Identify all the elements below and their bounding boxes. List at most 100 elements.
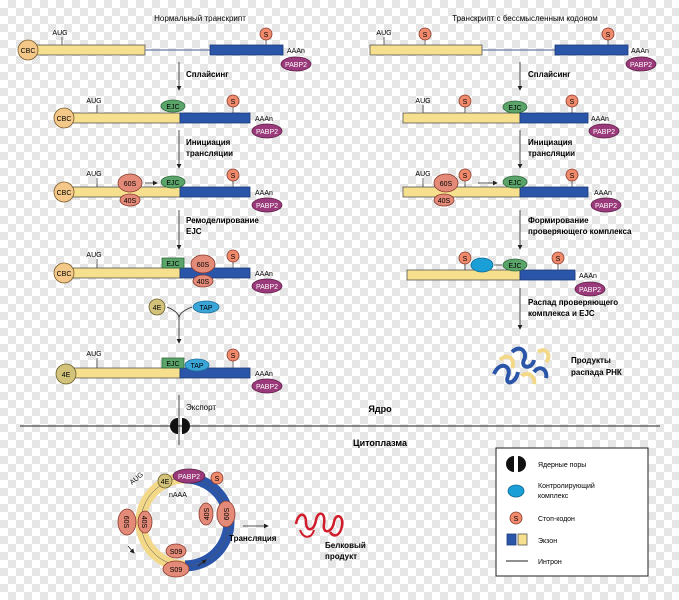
step-form-right-2: проверяющего комплекса bbox=[528, 227, 632, 236]
legend-pores: Ядерные поры bbox=[538, 462, 586, 469]
step-init-left-2: трансляции bbox=[186, 149, 233, 158]
svg-text:PABP2: PABP2 bbox=[256, 129, 278, 136]
svg-text:S: S bbox=[463, 99, 468, 106]
rna-decay-products-icon bbox=[492, 346, 551, 385]
svg-text:AUG: AUG bbox=[86, 351, 101, 358]
svg-text:S: S bbox=[231, 99, 236, 106]
legend-intron: Интрон bbox=[538, 559, 562, 566]
step-init-left-1: Инициация bbox=[186, 138, 231, 147]
svg-text:PABP2: PABP2 bbox=[595, 203, 617, 210]
step-decay-right-2: комплекса и EJC bbox=[528, 309, 595, 318]
svg-text:40S: 40S bbox=[204, 507, 211, 520]
svg-text:60S: 60S bbox=[122, 516, 129, 529]
svg-text:60S: 60S bbox=[224, 507, 231, 520]
step-remodel-left-1: Ремоделирование bbox=[186, 216, 259, 225]
step-export: Экспорт bbox=[186, 403, 216, 412]
right-row3-initiation: AUG 60S 40S S EJC S AAAn PABP2 bbox=[402, 168, 622, 213]
svg-text:S: S bbox=[264, 32, 269, 39]
nucleus-label: Ядро bbox=[368, 404, 392, 414]
svg-text:40S: 40S bbox=[140, 516, 147, 529]
pabp2 bbox=[280, 56, 312, 72]
exon-blue bbox=[209, 44, 284, 56]
svg-text:EJC: EJC bbox=[166, 361, 179, 368]
svg-text:AUG: AUG bbox=[86, 98, 101, 105]
svg-text:S: S bbox=[231, 353, 236, 360]
left-row3-initiation: CBC AUG 60S 40S EJC S AAAn PABP2 bbox=[53, 168, 283, 213]
svg-text:AUG: AUG bbox=[129, 471, 145, 486]
left-row2-mrna: CBC AUG EJC S AAAn PABP2 bbox=[53, 94, 283, 139]
svg-text:S: S bbox=[423, 32, 428, 39]
svg-text:AUG: AUG bbox=[86, 252, 101, 259]
decay-products-label-2: распада РНК bbox=[571, 368, 622, 377]
right-row2-mrna: AUG S EJC S AAAn PABP2 bbox=[402, 94, 620, 139]
svg-text:EJC: EJC bbox=[508, 105, 521, 112]
legend-control-1: Контролирующий bbox=[538, 482, 595, 490]
svg-text:PABP2: PABP2 bbox=[178, 474, 200, 481]
svg-text:AUG: AUG bbox=[86, 171, 101, 178]
svg-text:AAAn: AAAn bbox=[255, 271, 273, 278]
svg-text:S: S bbox=[463, 173, 468, 180]
ejc bbox=[160, 99, 186, 113]
svg-text:PABP2: PABP2 bbox=[630, 62, 652, 69]
cytoplasm-label: Цитоплазма bbox=[353, 438, 408, 448]
legend-exon: Экзон bbox=[538, 538, 557, 545]
svg-text:S09: S09 bbox=[170, 567, 183, 574]
svg-text:S09: S09 bbox=[170, 549, 183, 556]
svg-text:PABP2: PABP2 bbox=[256, 284, 278, 291]
svg-text:60S: 60S bbox=[440, 181, 453, 188]
circular-polysome: AUG 4E PABP2 nAAA S 60S 40S 60S 40S S09 … bbox=[117, 468, 236, 578]
svg-text:PABP2: PABP2 bbox=[256, 384, 278, 391]
svg-text:AAAn: AAAn bbox=[631, 48, 649, 55]
svg-text:TAP: TAP bbox=[190, 363, 203, 370]
step-decay-right-1: Распад проверяющего bbox=[528, 298, 618, 307]
step-splicing-right: Сплайсинг bbox=[528, 70, 571, 79]
svg-text:PABP2: PABP2 bbox=[285, 62, 307, 69]
svg-text:S: S bbox=[463, 256, 468, 263]
left-row1-premrna: CBC AUG S AAAn PABP2 bbox=[17, 27, 312, 72]
protein-label-2: продукт bbox=[325, 552, 357, 561]
protein-product-icon bbox=[294, 512, 344, 538]
step-init-right-1: Инициация bbox=[528, 138, 573, 147]
aug-label: AUG bbox=[52, 30, 67, 37]
legend: Ядерные поры Контролирующий комплекс S С… bbox=[495, 447, 649, 577]
ribosome-60s bbox=[117, 173, 143, 193]
ribosome-40s bbox=[119, 193, 141, 207]
polya-label: AAAn bbox=[287, 48, 305, 55]
svg-text:EJC: EJC bbox=[166, 104, 179, 111]
svg-text:nAAA: nAAA bbox=[169, 492, 187, 499]
svg-text:4E: 4E bbox=[153, 305, 162, 312]
svg-text:AAAn: AAAn bbox=[591, 116, 609, 123]
svg-text:40S: 40S bbox=[124, 198, 137, 205]
svg-text:CBC: CBC bbox=[57, 271, 72, 278]
right-row1-premrna: AUG S S AAAn PABP2 bbox=[369, 27, 657, 72]
cbc-cap bbox=[17, 39, 39, 61]
svg-text:AAAn: AAAn bbox=[255, 116, 273, 123]
nuclear-pore-icon bbox=[170, 418, 190, 434]
svg-text:EJC: EJC bbox=[508, 263, 521, 270]
svg-text:EJC: EJC bbox=[166, 180, 179, 187]
svg-text:AUG: AUG bbox=[415, 171, 430, 178]
title-normal: Нормальный транскрипт bbox=[154, 14, 246, 23]
svg-text:AAAn: AAAn bbox=[255, 190, 273, 197]
title-nonsense: Транскрипт с бессмысленным кодоном bbox=[452, 14, 598, 23]
svg-text:PABP2: PABP2 bbox=[579, 287, 601, 294]
svg-text:AAAn: AAAn bbox=[255, 371, 273, 378]
legend-control-2: комплекс bbox=[538, 493, 569, 500]
right-row4-surveillance: S EJC S AAAn PABP2 bbox=[406, 251, 606, 297]
svg-text:S: S bbox=[231, 173, 236, 180]
svg-text:PABP2: PABP2 bbox=[593, 129, 615, 136]
step-init-right-2: трансляции bbox=[528, 149, 575, 158]
svg-text:60S: 60S bbox=[124, 181, 137, 188]
svg-text:S: S bbox=[570, 173, 575, 180]
svg-text:S: S bbox=[556, 256, 561, 263]
legend-stop: Стоп-кодон bbox=[538, 516, 575, 523]
svg-text:40S: 40S bbox=[197, 279, 210, 286]
svg-text:AAAn: AAAn bbox=[579, 273, 597, 280]
svg-text:S: S bbox=[606, 32, 611, 39]
step-splicing-left: Сплайсинг bbox=[186, 70, 229, 79]
translation-label: Трансляция bbox=[229, 534, 277, 543]
svg-text:AUG: AUG bbox=[376, 30, 391, 37]
svg-text:CBC: CBC bbox=[57, 116, 72, 123]
left-4e-tap-join: 4E TAP bbox=[148, 298, 220, 344]
